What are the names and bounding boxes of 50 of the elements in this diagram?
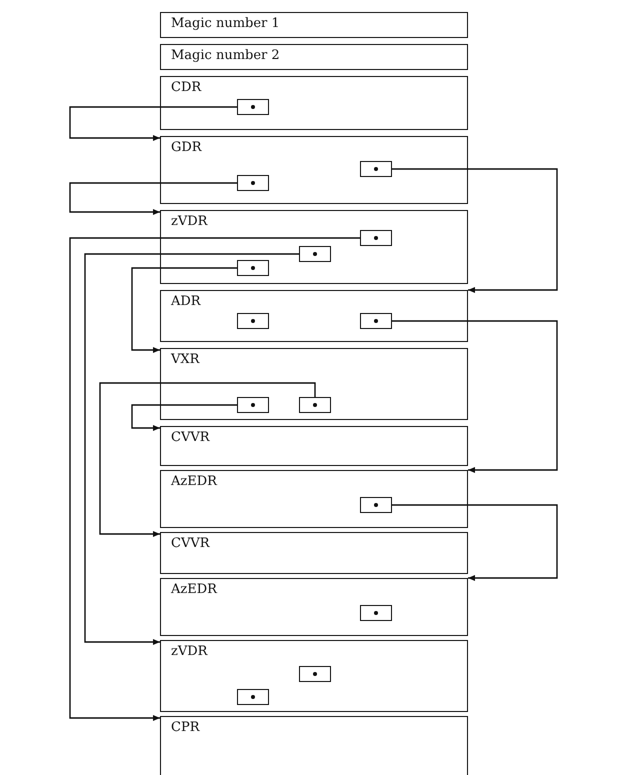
memory-section [160, 470, 468, 528]
memory-section [160, 578, 468, 636]
pointer-arrow [69, 106, 237, 141]
pointer-box [360, 496, 392, 512]
pointer-box [236, 396, 268, 412]
section-label: CPR [171, 720, 200, 735]
pointer-box [298, 246, 330, 262]
section-label: ADR [171, 294, 201, 309]
section-label: Magic number 1 [171, 16, 280, 31]
pointer-arrow [69, 237, 360, 721]
section-label: AzEDR [171, 582, 217, 597]
pointer-arrow [131, 267, 237, 353]
pointer-arrow [84, 253, 299, 645]
pointer-arrow [392, 504, 558, 581]
pointer-box [236, 174, 268, 190]
section-label: zVDR [171, 644, 208, 659]
section-label: CDR [171, 80, 202, 95]
section-label: GDR [171, 140, 202, 155]
memory-section [160, 136, 468, 204]
memory-section [160, 716, 468, 775]
section-label: zVDR [171, 214, 208, 229]
pointer-box [236, 260, 268, 276]
memory-section [160, 210, 468, 284]
pointer-arrow [392, 320, 558, 473]
pointer-box [236, 688, 268, 704]
memory-section [160, 290, 468, 342]
section-label: CVVR [171, 536, 210, 551]
pointer-box [236, 98, 268, 114]
pointer-box [236, 312, 268, 328]
pointer-box [298, 666, 330, 682]
pointer-box [360, 604, 392, 620]
pointer-box [360, 230, 392, 246]
memory-section [160, 76, 468, 130]
pointer-box [298, 396, 330, 412]
memory-section [160, 44, 468, 70]
section-label: AzEDR [171, 474, 217, 489]
section-label: Magic number 2 [171, 48, 280, 63]
memory-section [160, 426, 468, 466]
memory-section [160, 348, 468, 420]
pointer-box [360, 160, 392, 176]
pointer-arrow [99, 382, 316, 537]
section-label: CVVR [171, 430, 210, 445]
section-label: VXR [171, 352, 200, 367]
pointer-box [360, 312, 392, 328]
pointer-arrow [131, 404, 237, 431]
memory-section [160, 640, 468, 712]
pointer-arrow [69, 182, 237, 215]
pointer-arrow [392, 168, 558, 293]
memory-section [160, 532, 468, 574]
memory-section [160, 12, 468, 38]
